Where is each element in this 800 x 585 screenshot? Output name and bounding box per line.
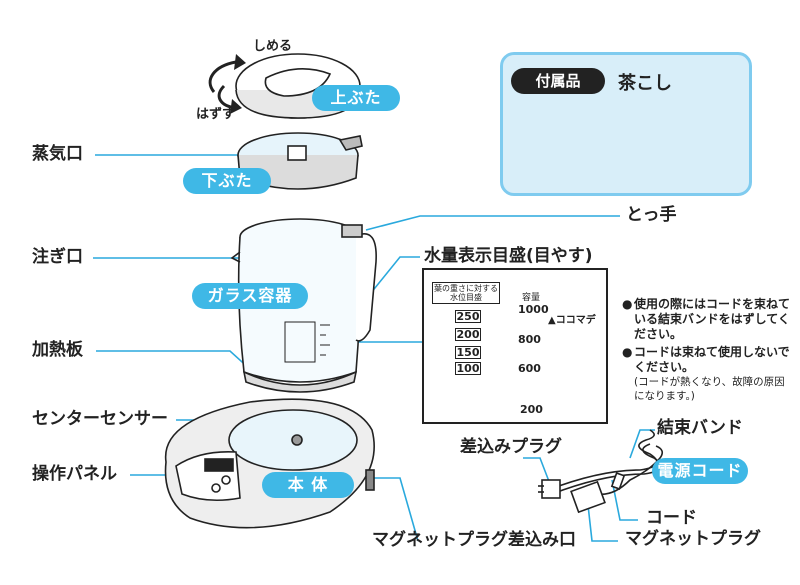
leaf-250: 250 bbox=[455, 310, 481, 323]
close-lid-label: しめる bbox=[253, 39, 293, 54]
power-plug-label: 差込みプラグ bbox=[460, 437, 562, 457]
cord-label: コード bbox=[646, 508, 697, 528]
capacity-600: 600 bbox=[518, 362, 541, 375]
capacity-200: 200 bbox=[520, 403, 543, 416]
rotate-arrow-icon bbox=[208, 54, 246, 114]
leaf-100: 100 bbox=[455, 362, 481, 375]
note-bullet-1: 使用の際にはコードを束ねている結束バンドをはずしてください。 bbox=[634, 297, 791, 341]
leaf-200: 200 bbox=[455, 328, 481, 341]
capacity-1000: 1000 bbox=[518, 303, 549, 316]
capacity-800: 800 bbox=[518, 333, 541, 346]
glass-scale-marks bbox=[284, 321, 330, 363]
magnet-plug-socket-label: マグネットプラグ差込み口 bbox=[372, 530, 576, 550]
base-unit-pill: 本 体 bbox=[262, 472, 354, 498]
handle-label: とっ手 bbox=[626, 205, 677, 225]
control-panel-label: 操作パネル bbox=[32, 464, 117, 484]
glass-container-pill: ガラス容器 bbox=[192, 283, 308, 309]
heating-plate-label: 加熱板 bbox=[32, 340, 83, 360]
glass-container bbox=[230, 218, 377, 393]
note-bullet-2: コードは束ねて使用しないでください。 bbox=[634, 345, 790, 374]
base-unit bbox=[164, 398, 375, 529]
upper-lid-pill: 上ぶた bbox=[312, 85, 400, 111]
koko-made-mark: ▲ココマデ bbox=[548, 315, 596, 326]
leaf-150: 150 bbox=[455, 346, 481, 359]
accessory-name: 茶こし bbox=[618, 73, 672, 94]
remove-lid-label: はずす bbox=[196, 107, 236, 122]
upper-lid bbox=[235, 53, 361, 119]
cable-tie-label: 結束バンド bbox=[657, 418, 743, 438]
power-cord-pill: 電源コード bbox=[652, 458, 748, 484]
usage-notes: ●使用の際にはコードを束ねている結束バンドをはずしてください。 ●コードは束ねて… bbox=[622, 297, 791, 402]
spout-label: 注ぎ口 bbox=[32, 247, 83, 267]
accessory-tag: 付属品 bbox=[511, 68, 605, 94]
leaf-weight-header: 葉の重さに対する 水位目盛 bbox=[432, 282, 500, 304]
magnet-plug-label: マグネットプラグ bbox=[625, 529, 761, 549]
center-sensor-label: センターセンサー bbox=[32, 409, 168, 429]
water-scale-label: 水量表示目盛(目やす) bbox=[424, 246, 593, 266]
scale-detail-box bbox=[422, 268, 608, 424]
lower-lid-pill: 下ぶた bbox=[183, 168, 271, 194]
capacity-header: 容量 bbox=[522, 293, 541, 303]
note-bullet-2-sub: (コードが熱くなり、故障の原因になります。) bbox=[634, 376, 785, 402]
steam-vent-label: 蒸気口 bbox=[32, 144, 83, 164]
power-cord-illustration bbox=[538, 429, 664, 514]
